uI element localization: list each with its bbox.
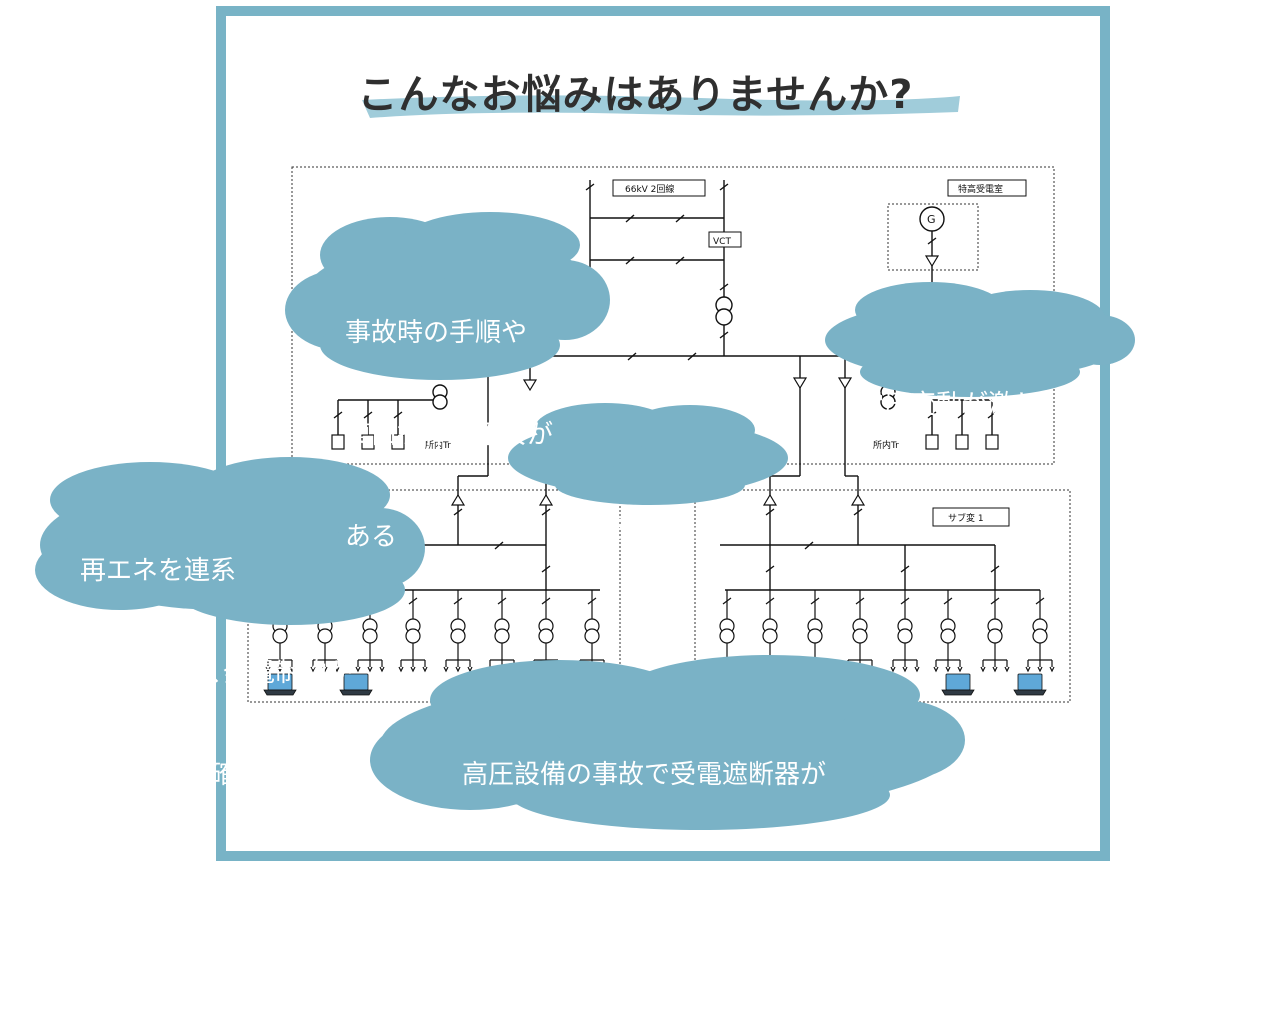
cloud-renewable-text: 再エネを連系 したいが､発電制約が 生じるのか確認したい [80,486,353,826]
cloud-accident-line-1: 事故時の手順や [345,318,528,348]
cloud-breaker-line-3: 発生した [462,964,567,994]
generator-symbol [919,206,945,232]
page-title: こんなお悩みはありませんか? [357,72,914,118]
cloud-renewable-line-3: 生じるのか確認したい [80,760,341,790]
special-room-box [947,179,1027,197]
cloud-breaker-line-1: 高圧設備の事故で受電遮断器が [462,760,827,790]
cloud-accident [285,212,610,380]
cloud-accident-line-3: ある [345,522,398,552]
title-brush-stroke [362,95,960,118]
generator-box [887,203,979,271]
cloud-harmonic-text: 高調波が発生 [556,444,712,580]
cloud-voltage [825,282,1135,397]
house-tr-left-label: 所内Tr [425,439,451,451]
cloud-voltage-text: 電圧変動が激しい [858,320,1066,456]
main-transformer [432,296,896,410]
line66kv-label: 66kV 2回線 [625,183,674,195]
generator-label: G [927,213,936,226]
cloud-renewable [35,457,425,625]
sub1-box [932,507,1010,527]
cloud-harmonic [508,403,788,505]
cloud-renewable-line-1: 再エネを連系 [80,556,237,586]
special-room-label: 特高受電室 [958,183,1003,195]
house-tr-right-label: 所内Tr [873,439,899,451]
vct-label: VCT [713,237,731,247]
cloud-renewable-line-2: したいが､発電制約が [80,658,354,688]
cloud-breaker-text: 高圧設備の事故で受電遮断器が 開放されて、広範囲の停電が 発生した [462,690,826,1030]
cloud-voltage-line-1: 電圧変動が激しい [858,390,1067,420]
cloud-breaker-line-2: 開放されて、広範囲の停電が [462,862,798,892]
line66kv-box [612,179,706,197]
sub-station-right-box [694,489,1071,703]
single-line-diagram: 66kV 2回線 特高受電室 VCT サブ変 1 所内Tr 所内Tr [35,95,1135,830]
cloud-breaker [370,655,965,830]
vct-box [708,231,742,248]
sub1-label: サブ変 1 [948,512,984,524]
cloud-accident-text: 事故時の手順や 復旧操作に不安が ある [345,248,553,588]
cloud-accident-line-2: 復旧操作に不安が [345,420,554,450]
cloud-harmonic-line-1: 高調波が発生 [556,514,713,544]
